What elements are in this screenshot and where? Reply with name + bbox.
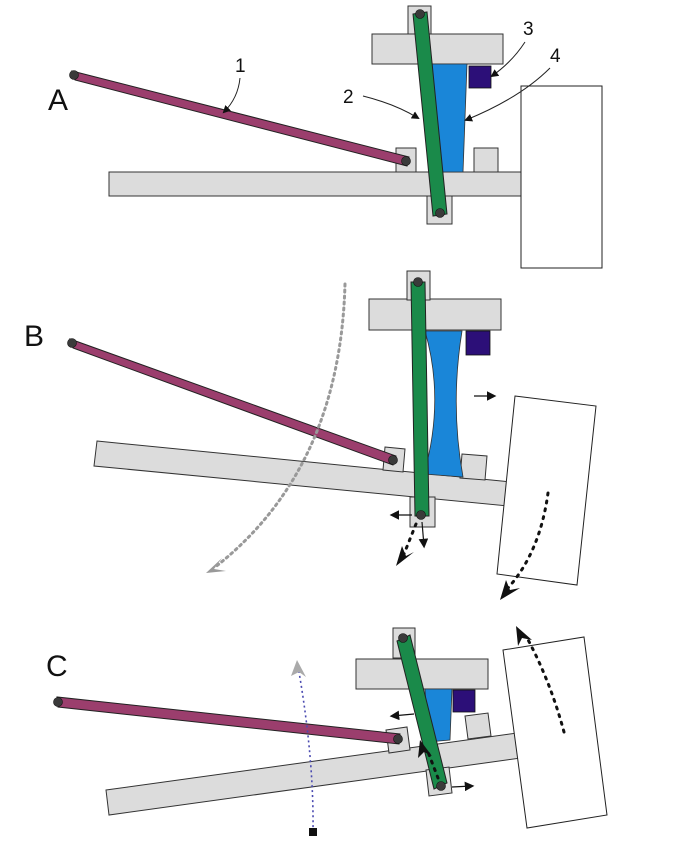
workpiece-box [520,85,603,269]
lever-end-pin [53,697,63,707]
right-arrow [451,781,475,792]
dark-block [465,330,491,356]
lever-pivot-pin [393,734,403,744]
panel-c-label: C [46,650,68,683]
lever-pivot-pin [401,156,411,166]
left-arrow [389,710,415,721]
return-origin-marker [309,828,317,836]
part-label-1: 1 [235,56,246,77]
rotation-path [212,282,347,570]
arm-bottom-pin [436,781,446,791]
stop-block [459,453,488,481]
part-label-2: 2 [343,87,354,108]
arm-travel-arrowhead [418,740,432,758]
leader-4 [464,67,551,122]
arm-travel-path [426,750,440,780]
leader-3 [490,41,526,78]
stop-block [473,147,499,173]
dark-block [452,689,476,713]
top-bar [371,33,504,65]
panel-c: C [46,626,608,836]
lever-pivot-pin [388,455,398,465]
arm-travel-arrowhead [396,546,414,566]
box-travel-path [524,634,566,734]
base-bar [108,171,525,197]
arm-bottom-pin [435,208,445,218]
top-bar [368,298,502,331]
panel-a: A 1 2 3 4 [48,5,603,269]
lever-end-pin [69,70,79,80]
arm-top-pin [398,633,408,643]
return-path [298,671,314,833]
lever-end-pin [67,338,77,348]
arm-top-pin [415,9,425,19]
lever-arm [56,696,401,745]
down-arrow [418,521,429,549]
part-label-3: 3 [523,19,534,40]
dark-block [468,65,492,89]
panel-b: B [24,270,597,600]
workpiece-box [496,395,597,586]
part-label-4: 4 [550,46,561,67]
workpiece-box [502,636,608,829]
lever-arm [71,70,410,167]
box-travel-arrowhead [516,626,532,646]
panel-b-label: B [24,320,44,353]
return-arrowhead [291,660,306,677]
leader-1 [222,77,241,114]
arm-travel-path [402,522,418,556]
base-bar [105,732,522,816]
panel-a-label: A [48,84,68,117]
stop-block [464,712,492,740]
spring-element [423,330,464,478]
rotation-arrowhead [206,558,226,573]
box-travel-arrowhead [500,580,520,600]
arm-top-pin [413,277,423,287]
leader-2 [362,95,420,120]
box-travel-path [506,491,550,590]
arm-bottom-pin [416,510,426,520]
